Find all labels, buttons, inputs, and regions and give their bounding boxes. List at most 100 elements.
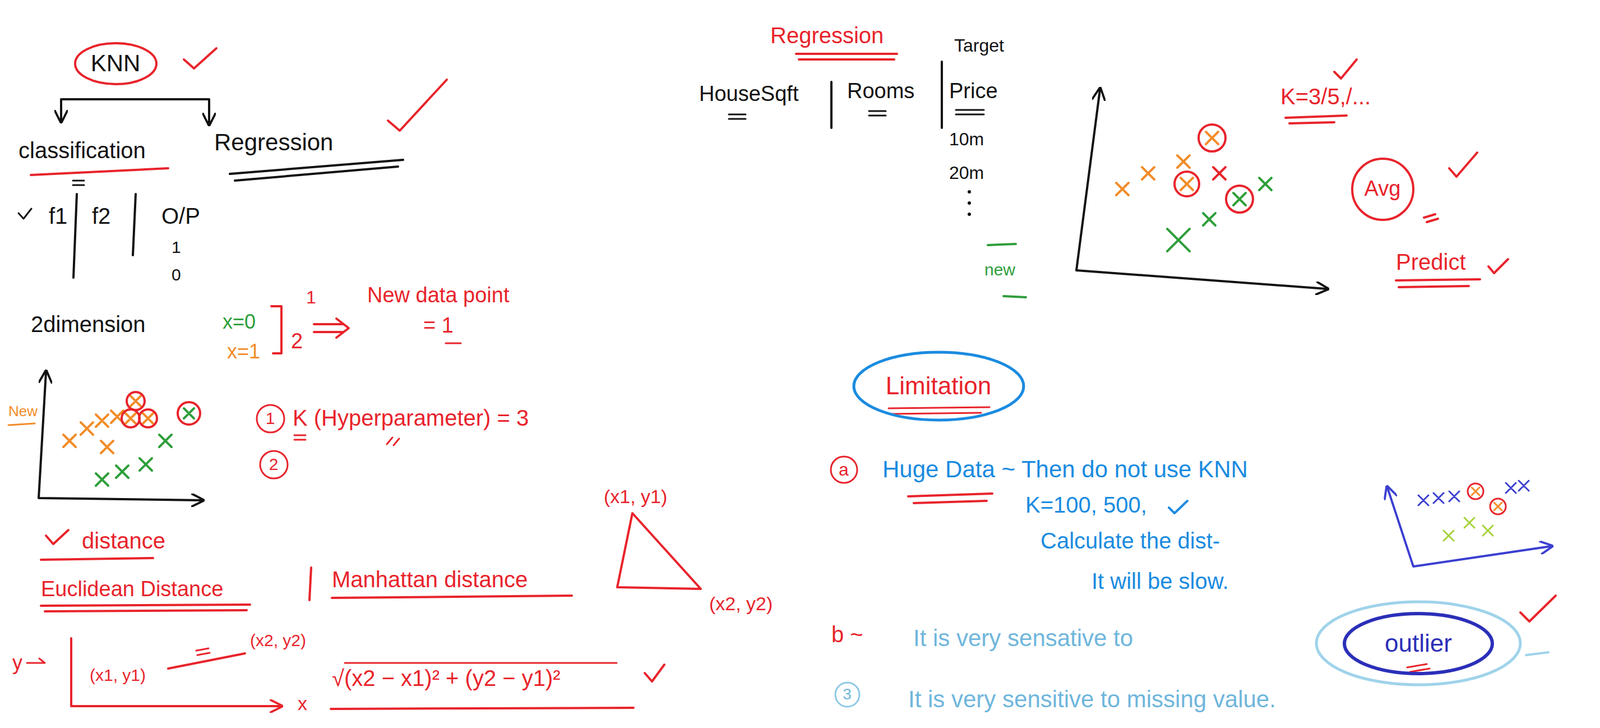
branch-label: classification bbox=[18, 137, 146, 164]
underline bbox=[40, 557, 154, 560]
underline bbox=[229, 159, 404, 181]
underline bbox=[445, 342, 461, 345]
table-cell: 10m bbox=[949, 128, 984, 150]
branch-arrow bbox=[61, 99, 136, 121]
outline-circle bbox=[1352, 158, 1414, 220]
limitation-text: K=100, 500, bbox=[1025, 491, 1148, 518]
node-label: Avg bbox=[1364, 176, 1401, 202]
neighbour-circle bbox=[1226, 185, 1253, 213]
neighbour-circle bbox=[121, 409, 140, 428]
triangle-sketch bbox=[617, 512, 701, 589]
underline bbox=[1407, 663, 1430, 672]
node-text-group: Limitation bbox=[885, 371, 992, 401]
tick-mark bbox=[183, 48, 217, 69]
underline bbox=[1285, 115, 1347, 124]
callout-number: 3 bbox=[833, 680, 862, 709]
small-arrow bbox=[26, 658, 45, 663]
node-text-group: outlier bbox=[1384, 629, 1452, 658]
underline bbox=[330, 707, 634, 709]
node-label: outlier bbox=[1384, 629, 1452, 658]
dash-mark bbox=[1525, 651, 1549, 655]
keyword-ellipse: outlier bbox=[1340, 609, 1496, 677]
limitation-text: It is very sensitive to missing value. bbox=[908, 685, 1276, 713]
heading: Manhattan distance bbox=[331, 566, 528, 593]
underline bbox=[1423, 214, 1438, 223]
neighbour-circle bbox=[1467, 483, 1484, 499]
table-header: f1 bbox=[48, 202, 68, 229]
table-rule bbox=[73, 193, 136, 278]
class-count: x=1 bbox=[227, 339, 261, 363]
node-text-group: 3 bbox=[842, 685, 852, 704]
topic-ellipse: KNN bbox=[72, 40, 159, 87]
table-header: Price bbox=[949, 79, 998, 104]
table-cell: 20m bbox=[949, 162, 984, 184]
radical-bar bbox=[344, 662, 617, 664]
underline bbox=[331, 595, 572, 598]
table-header: HouseSqft bbox=[699, 81, 799, 107]
limitation-marker: b ~ bbox=[831, 621, 864, 647]
underline bbox=[30, 168, 169, 175]
underline bbox=[908, 493, 993, 503]
ellipsis-dot bbox=[967, 190, 971, 194]
table-rule bbox=[831, 61, 942, 128]
table-cell: new bbox=[984, 260, 1016, 280]
ellipsis-dot bbox=[967, 212, 971, 216]
tick-mark bbox=[1488, 259, 1509, 274]
underline bbox=[796, 53, 897, 60]
coordinate: (x2, y2) bbox=[250, 630, 307, 651]
table-header: Target bbox=[954, 35, 1005, 57]
outline-circle bbox=[830, 456, 858, 483]
branch-arrow bbox=[135, 99, 210, 124]
class-one-points bbox=[1116, 131, 1219, 196]
node-label: KNN bbox=[90, 49, 141, 77]
node-text-group: Avg bbox=[1364, 176, 1401, 202]
tick-mark bbox=[45, 529, 69, 544]
note-text: K (Hyperparameter) = 3 bbox=[292, 404, 529, 431]
node-text-group: 1 bbox=[265, 408, 276, 429]
ellipsis-dot bbox=[967, 201, 971, 205]
note-text: K=3/5,/... bbox=[1280, 83, 1371, 110]
new-point bbox=[1213, 167, 1226, 180]
node-label: 2 bbox=[269, 454, 279, 475]
neighbour-circle bbox=[177, 401, 201, 425]
underline bbox=[888, 407, 990, 414]
neighbour-circle bbox=[1198, 124, 1226, 152]
underline bbox=[728, 109, 984, 119]
axis-label: y bbox=[12, 650, 23, 674]
node-text-group: a bbox=[838, 459, 849, 480]
underline bbox=[294, 435, 400, 446]
neighbour-circle bbox=[1174, 171, 1200, 197]
underline bbox=[196, 648, 210, 655]
heading: Euclidean Distance bbox=[40, 576, 224, 602]
node-label: 1 bbox=[265, 408, 276, 429]
outline-circle bbox=[835, 682, 860, 707]
outline-circle bbox=[256, 404, 285, 433]
tick-mark bbox=[1168, 500, 1188, 513]
coordinate: (x1, y1) bbox=[603, 485, 668, 508]
heading: Regression bbox=[770, 22, 884, 49]
class-zero-points bbox=[1167, 177, 1272, 252]
point-label: New bbox=[8, 403, 38, 420]
note-text: New data point bbox=[367, 283, 510, 308]
heading: distance bbox=[81, 527, 166, 554]
tick-mark bbox=[1449, 152, 1478, 177]
note-text: Predict bbox=[1395, 248, 1467, 275]
plot-axes bbox=[71, 637, 281, 706]
branch-label: Regression bbox=[214, 128, 334, 156]
class-zero-points bbox=[1443, 517, 1493, 541]
outline-ellipse bbox=[75, 43, 157, 85]
node-label: 3 bbox=[842, 685, 852, 704]
outline-ellipse bbox=[853, 352, 1024, 420]
node-text-group: KNN bbox=[90, 49, 141, 77]
table-cell: 1 bbox=[171, 237, 182, 258]
outline-circle bbox=[260, 450, 288, 479]
limitation-text: It is very sensative to bbox=[913, 624, 1134, 652]
limitation-text: Calculate the dist- bbox=[1040, 527, 1220, 554]
bracket bbox=[271, 306, 282, 354]
method-circle: Avg bbox=[1349, 156, 1416, 223]
vote-count: 2 bbox=[290, 329, 303, 354]
table-header: f2 bbox=[91, 202, 111, 229]
implies-arrow bbox=[313, 318, 349, 338]
node-text-group: 2 bbox=[269, 454, 279, 475]
